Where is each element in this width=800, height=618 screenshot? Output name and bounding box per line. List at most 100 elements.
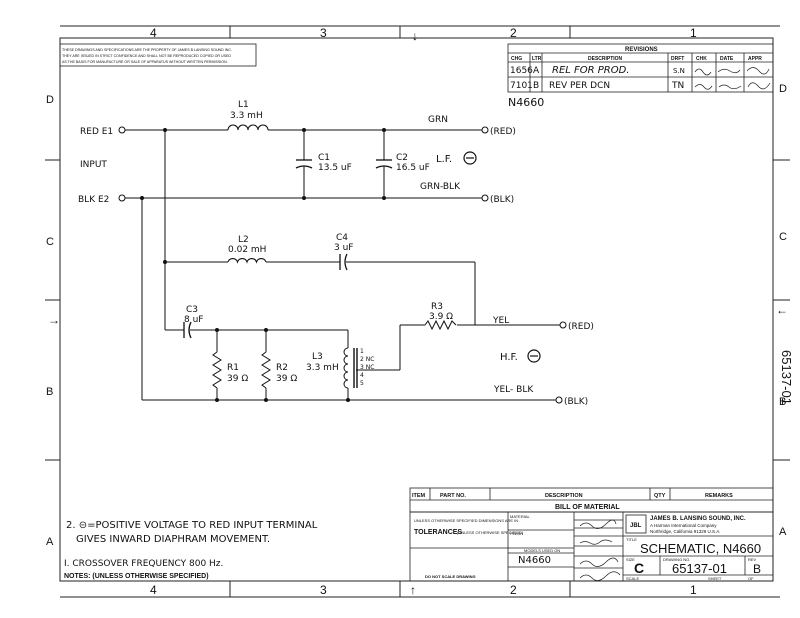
tb-scale-label: SCALE: [626, 576, 639, 581]
label-out-red-2: (RED): [568, 322, 594, 332]
zone-bottom-2: 2: [510, 583, 517, 597]
note-2-line-1: 2. ⊝=POSITIVE VOLTAGE TO RED INPUT TERMI…: [66, 520, 318, 531]
label-grn-blk: GRN-BLK: [420, 182, 461, 192]
zone-top-3: 3: [320, 26, 327, 40]
label-l3-value: 3.3 mH: [306, 363, 339, 373]
terminal-lf-red: [481, 126, 489, 134]
bom-header-qty: QTY: [654, 493, 666, 499]
rev-row2-desc: REV PER DCN: [549, 81, 610, 91]
l3-pin-2: 2 NC: [360, 356, 374, 363]
zone-left-d: D: [46, 94, 54, 106]
bom-header-part-no: PART NO.: [440, 493, 466, 499]
notice-line-1: THESE DRAWINGS AND SPECIFICATIONS ARE TH…: [62, 48, 232, 52]
label-c2-value: 16.5 uF: [396, 163, 430, 173]
hf-minus-icon: [527, 349, 541, 363]
capacitor-c2: [375, 159, 393, 169]
bom-header-item: ITEM: [412, 493, 426, 499]
terminal-red-e1: [118, 126, 126, 134]
tb-company-sub1: A Harman International Company: [650, 523, 717, 528]
l3-pin-5: 5: [360, 380, 364, 387]
tb-company-sub2: Northridge, California 91329 U.S.A.: [650, 529, 721, 534]
rev-header-drft: DRFT: [671, 56, 684, 62]
rev-row1-ltr: A: [533, 66, 540, 76]
zone-left-a: A: [46, 536, 54, 548]
label-c2: C2: [396, 153, 408, 163]
left-center-arrow: →: [48, 313, 60, 327]
tb-unless-note: UNLESS OTHERWISE SPECIFIED DIMENSIONS AR…: [414, 518, 518, 523]
tb-title: SCHEMATIC, N4660: [640, 541, 761, 556]
l3-pin-3: 3 NC: [360, 364, 374, 371]
polarity-marks: [463, 151, 541, 363]
tb-finish-label: FINISH: [510, 531, 523, 536]
label-r1-value: 39 Ω: [227, 374, 248, 384]
tb-sheet-label: SHEET: [708, 576, 722, 581]
inductor-l2: [227, 258, 267, 264]
revisions-title: REVISIONS: [625, 47, 658, 53]
tb-rev-label: REV: [748, 557, 757, 562]
rev-row1-desc: REL FOR PROD.: [552, 65, 630, 76]
zone-right-c: C: [779, 231, 787, 243]
autotransformer-l3: [343, 347, 358, 389]
top-center-arrow: ↓: [412, 29, 418, 43]
label-c3: C3: [186, 305, 198, 315]
terminal-lf-blk: [481, 194, 489, 202]
terminal-hf-red: [559, 321, 567, 329]
tb-models-used-label: MODELS USED ON: [524, 548, 560, 553]
label-c4-value: 3 uF: [334, 243, 353, 253]
label-r1: R1: [227, 363, 239, 373]
label-r2: R2: [276, 363, 288, 373]
tb-tolerance-note: (UNLESS OTHERWISE SPECIFIED): [457, 530, 524, 535]
rev-row2-ltr: B: [533, 81, 539, 91]
lf-minus-icon: [463, 151, 477, 165]
label-l2-value: 0.02 mH: [228, 245, 266, 255]
zone-top-2: 2: [510, 26, 517, 40]
bottom-center-arrow: ↑: [410, 583, 416, 597]
resistor-r3: [424, 319, 457, 331]
label-out-red-1: (RED): [490, 127, 516, 137]
revision-signatures: [694, 67, 771, 90]
terminals: [118, 126, 567, 404]
label-l1: L1: [238, 100, 249, 110]
capacitor-c4: [339, 253, 348, 271]
rev-header-chg: CHG: [511, 56, 522, 62]
label-yel-blk: YEL- BLK: [493, 385, 534, 395]
label-red-e1: RED E1: [80, 127, 113, 137]
notice-line-2: THEY ARE ISSUED IN STRICT CONFIDENCE AND…: [62, 54, 231, 58]
tb-size: C: [634, 560, 644, 576]
label-c1: C1: [318, 153, 330, 163]
notice-line-3: AS THE BASIS FOR MANUFACTURE OR SALE OF …: [62, 60, 228, 64]
zone-left-c: C: [46, 236, 54, 248]
label-out-blk-2: (BLK): [564, 397, 588, 407]
l3-pin-4: 4: [360, 372, 364, 379]
tb-signatures: [579, 519, 621, 581]
notice-box: [59, 43, 257, 67]
resistor-r2: [261, 351, 271, 389]
l3-pin-1: 1: [360, 348, 364, 355]
tb-models-used: N4660: [518, 555, 551, 566]
bom-header-description: DESCRIPTION: [545, 493, 583, 499]
label-lf: L.F.: [436, 154, 452, 165]
terminal-blk-e2: [118, 194, 126, 202]
note-1: I. CROSSOVER FREQUENCY 800 Hz.: [64, 559, 223, 569]
label-r3-value: 3.9 Ω: [429, 312, 453, 322]
rev-row1-drft: S.N: [673, 67, 685, 75]
label-c1-value: 13.5 uF: [318, 163, 352, 173]
terminal-hf-blk: [555, 396, 563, 404]
revisions-table: [507, 43, 774, 93]
label-c4: C4: [336, 233, 348, 243]
tb-rev: B: [753, 562, 761, 576]
label-out-blk-1: (BLK): [490, 195, 514, 205]
label-l3: L3: [312, 352, 323, 362]
junction-dots: [140, 128, 386, 402]
zone-left-b: B: [46, 386, 53, 398]
tb-do-not-scale: DO NOT SCALE DRAWING: [425, 574, 476, 579]
label-r2-value: 39 Ω: [276, 374, 297, 384]
label-l2: L2: [238, 235, 249, 245]
bom-header-remarks: REMARKS: [705, 493, 733, 499]
tb-material-label: MATERIAL: [510, 514, 530, 519]
label-hf: H.F.: [500, 352, 518, 363]
rev-header-ltr: LTR: [532, 56, 542, 62]
side-drawing-number: 65137-01: [779, 350, 794, 405]
tb-of-label: OF: [748, 576, 754, 581]
